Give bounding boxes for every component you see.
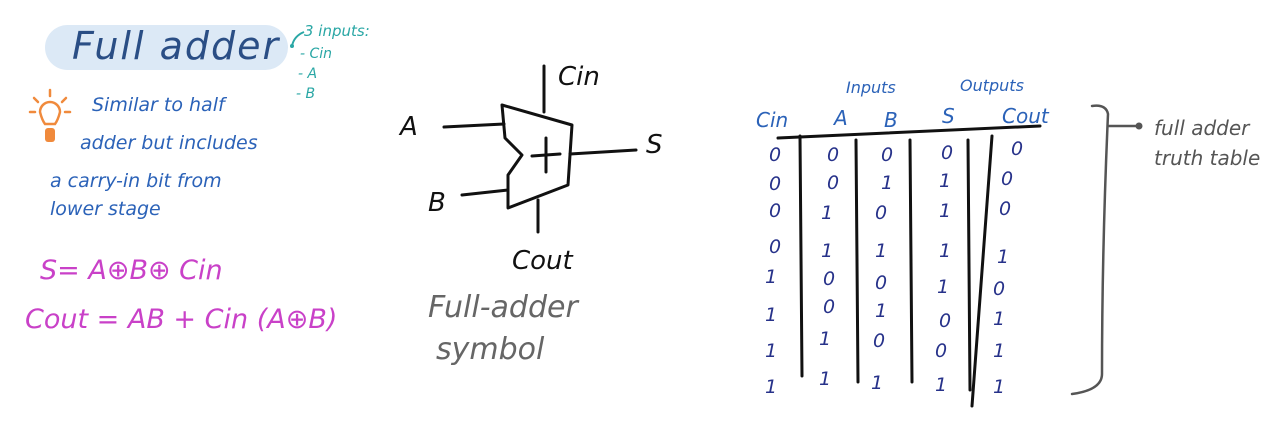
truth-table-cell: 0 (1010, 138, 1024, 160)
truth-table-cell: 0 (826, 144, 840, 166)
truth-table-cell: 1 (818, 368, 832, 390)
truth-table-cell: 1 (874, 240, 888, 262)
full-adder-symbol (442, 64, 638, 234)
truth-table-cell: 0 (768, 173, 782, 195)
input-a-label: A (400, 112, 418, 142)
truth-table-cell: 1 (938, 240, 952, 262)
truth-table-cell: 0 (768, 144, 782, 166)
inputs-note-item: - Cin (300, 46, 333, 62)
column-header: A (834, 106, 848, 130)
truth-table-cell: 0 (1000, 168, 1014, 190)
truth-table-cell: 1 (818, 328, 832, 350)
truth-table-cell: 0 (874, 272, 888, 294)
note-line: a carry-in bit from (50, 170, 222, 192)
truth-table-cell: 0 (826, 172, 840, 194)
title-highlight (45, 25, 288, 70)
truth-table-cell: 1 (992, 340, 1006, 362)
carry-in-label: Cin (558, 62, 600, 92)
truth-table-cell: 0 (998, 198, 1012, 220)
truth-table-cell: 1 (764, 340, 778, 362)
truth-table-cell: 1 (992, 308, 1006, 330)
inputs-group-header: Inputs (846, 78, 896, 97)
truth-table-cell: 1 (870, 372, 884, 394)
truth-table-cell: 1 (934, 374, 948, 396)
truth-table-cell: 0 (768, 200, 782, 222)
truth-table-cell: 0 (992, 278, 1006, 300)
inputs-note-heading: 3 inputs: (304, 22, 370, 40)
page-title: Full adder (72, 24, 281, 68)
truth-table-cell: 1 (996, 246, 1010, 268)
truth-table-cell: 0 (880, 144, 894, 166)
outputs-group-header: Outputs (960, 76, 1024, 95)
truth-table-cell: 1 (764, 376, 778, 398)
note-line: adder but includes (80, 132, 258, 154)
truth-table-cell: 1 (938, 170, 952, 192)
inputs-note-item: - B (296, 86, 316, 102)
sum-output-label: S (646, 130, 663, 160)
truth-table-cell: 0 (934, 340, 948, 362)
column-header: B (884, 108, 898, 132)
truth-table-cell: 1 (880, 172, 894, 194)
column-header: Cin (756, 108, 789, 132)
truth-table-cell: 1 (764, 266, 778, 288)
table-bracket (1070, 104, 1143, 396)
column-header: S (942, 104, 955, 128)
carry-out-label: Cout (512, 246, 573, 276)
inputs-note-item: - A (298, 66, 318, 82)
truth-table-cell: 0 (872, 330, 886, 352)
truth-table-cell: 1 (764, 304, 778, 326)
truth-table-cell: 1 (820, 240, 834, 262)
truth-table-cell: 1 (820, 202, 834, 224)
symbol-caption: Full-adder (428, 290, 578, 325)
truth-table-cell: 1 (936, 276, 950, 298)
truth-table-cell: 0 (822, 268, 836, 290)
input-b-label: B (428, 188, 446, 218)
truth-table-cell: 0 (938, 310, 952, 332)
carry-equation: Cout = AB + Cin (A⊕B) (25, 304, 338, 335)
note-line: Similar to half (92, 94, 225, 116)
symbol-caption: symbol (436, 332, 545, 367)
truth-table-cell: 0 (874, 202, 888, 224)
truth-table-cell: 1 (874, 300, 888, 322)
truth-table-annotation: full adder (1154, 116, 1250, 140)
truth-table-cell: 1 (938, 200, 952, 222)
arrow-icon (290, 31, 305, 48)
column-header: Cout (1002, 104, 1049, 128)
truth-table-cell: 0 (822, 296, 836, 318)
truth-table-cell: 0 (940, 142, 954, 164)
truth-table-cell: 0 (768, 236, 782, 258)
sum-equation: S= A⊕B⊕ Cin (40, 255, 223, 286)
truth-table-cell: 1 (992, 376, 1006, 398)
truth-table-grid (776, 124, 1042, 408)
truth-table-annotation: truth table (1154, 146, 1261, 170)
note-line: lower stage (50, 198, 161, 220)
lightbulb-icon (28, 88, 72, 142)
